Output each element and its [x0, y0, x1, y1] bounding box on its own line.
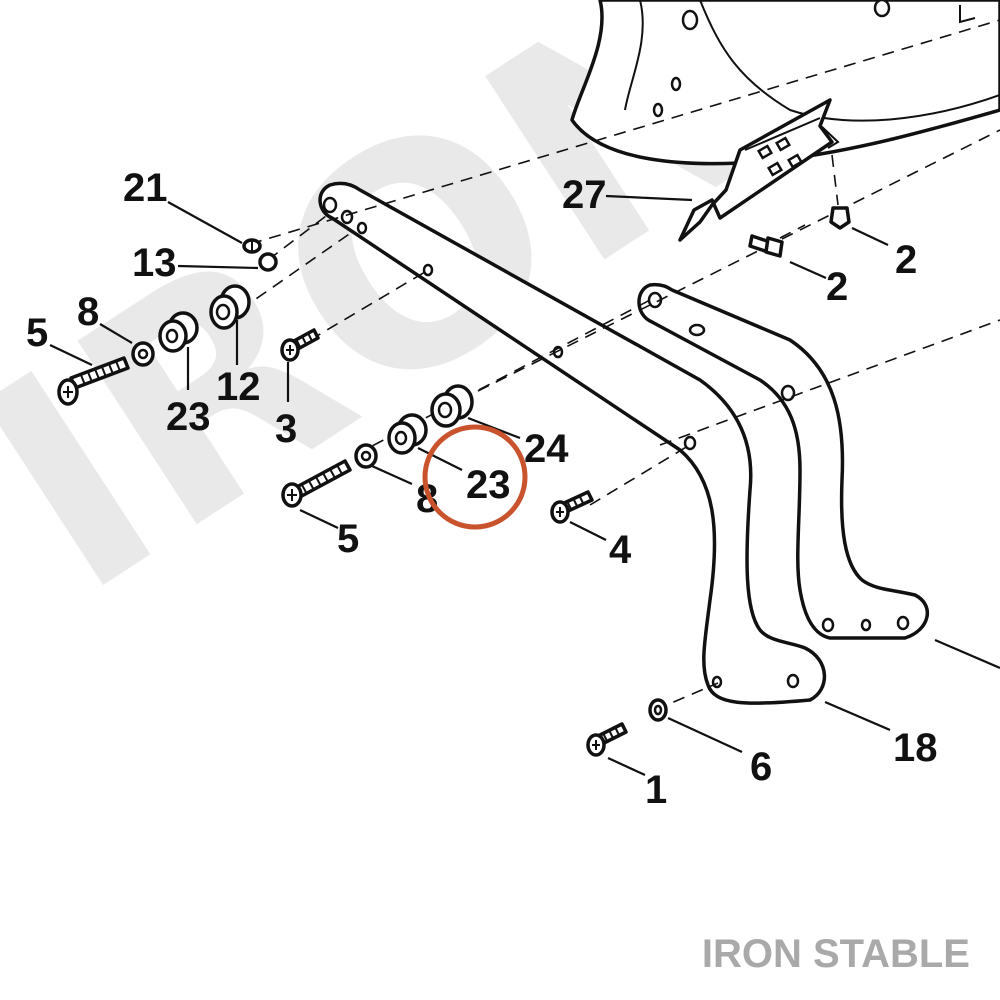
label-24: 24	[524, 427, 569, 471]
part-6-washer	[648, 698, 668, 722]
part-23-grommet-upper	[158, 311, 199, 353]
part-24-bushing	[430, 384, 474, 428]
label-5-upper: 5	[26, 311, 48, 355]
part-21-cap	[242, 238, 262, 254]
highlight-circle	[422, 424, 528, 530]
part-1-screw	[586, 722, 628, 757]
rail-18	[318, 181, 827, 705]
part-5-bolt-lower	[281, 459, 352, 508]
hardware-parts	[57, 206, 851, 757]
label-18: 18	[893, 726, 938, 770]
part-3-screw	[280, 328, 320, 362]
leader-lines	[49, 194, 891, 776]
label-3: 3	[275, 407, 297, 451]
label-23-lower: 23	[466, 463, 511, 507]
part-13-plug	[258, 252, 278, 272]
part-4-screw	[550, 490, 594, 524]
part-5-bolt-upper	[57, 356, 130, 406]
label-23-upper: 23	[166, 395, 211, 439]
rear-rail	[637, 282, 1000, 670]
part-labels: 21 13 27 2 2 5 8 23 12 3 24 8 23 5 4 18 …	[26, 166, 938, 812]
part-23-grommet-lower	[387, 413, 428, 455]
part-8-washer-upper	[131, 341, 155, 367]
part-2-bolt-vertical	[829, 206, 851, 230]
label-1: 1	[645, 768, 667, 812]
rear-fender	[570, 0, 1000, 166]
part-12-bushing	[209, 284, 251, 330]
part-2-bolt-horizontal	[748, 234, 784, 258]
label-12: 12	[216, 365, 261, 409]
label-27: 27	[562, 173, 607, 217]
part-8-washer-lower	[354, 443, 378, 469]
label-4: 4	[609, 528, 632, 572]
brand-logo-text: IRON STABLE	[702, 932, 970, 976]
label-8-upper: 8	[77, 290, 99, 334]
label-6: 6	[750, 745, 772, 789]
label-8-lower: 8	[416, 477, 438, 521]
label-2-upper: 2	[895, 238, 917, 282]
label-21: 21	[123, 166, 168, 210]
label-13: 13	[132, 241, 177, 285]
assembly-lines	[239, 19, 1000, 711]
label-2-lower: 2	[826, 265, 848, 309]
label-5-lower: 5	[337, 517, 359, 561]
mounting-bracket	[678, 98, 840, 242]
